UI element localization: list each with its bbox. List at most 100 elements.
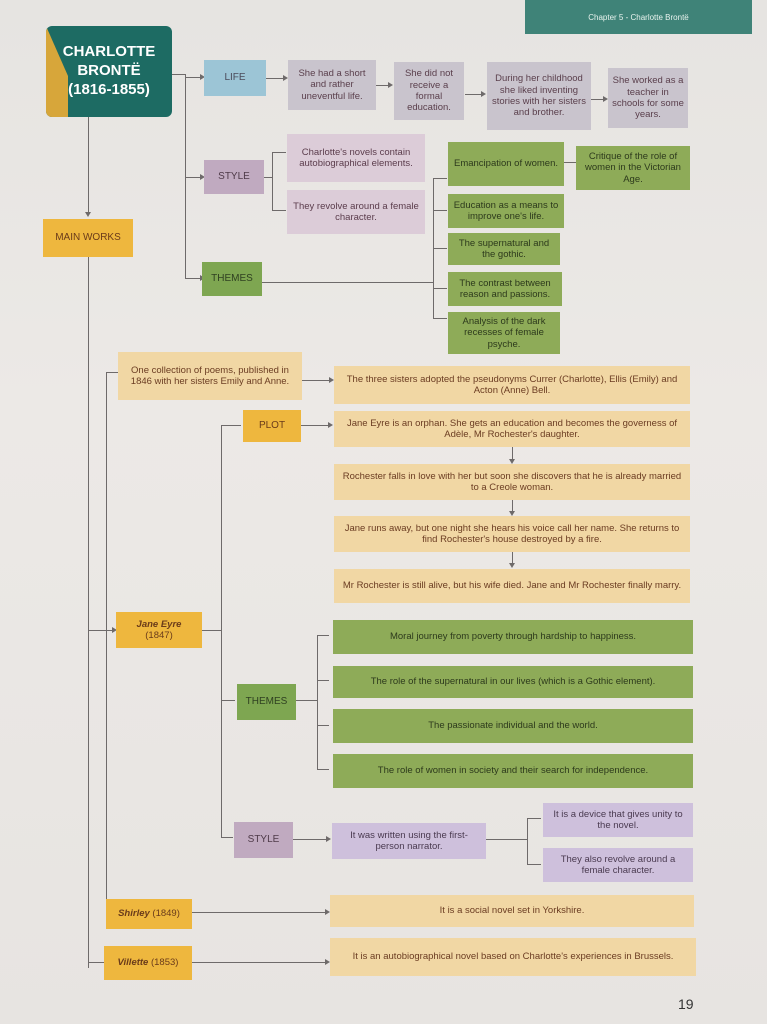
jane-eyre-box: Jane Eyre (1847) xyxy=(116,612,202,648)
connector-line xyxy=(317,680,329,681)
connector-line xyxy=(106,372,107,912)
shirley-detail: It is a social novel set in Yorkshire. xyxy=(330,895,694,927)
jane-style-detail-text: They also revolve around a female charac… xyxy=(560,853,676,876)
connector-line xyxy=(433,248,447,249)
connector-line xyxy=(88,117,89,215)
shirley-title: Shirley xyxy=(118,908,150,920)
life-label: LIFE xyxy=(204,60,266,96)
connector-line xyxy=(376,85,390,86)
life-item: She worked as a teacher in schools for s… xyxy=(608,68,688,128)
jane-style-detail: They also revolve around a female charac… xyxy=(543,848,693,882)
life-item: During her childhood she liked inventing… xyxy=(487,62,591,130)
connector-arrow xyxy=(509,563,515,568)
jane-style-detail-text: It is a device that gives unity to the n… xyxy=(553,808,683,831)
style-item-text: They revolve around a female character. xyxy=(293,200,419,223)
plot-step: Jane runs away, but one night she hears … xyxy=(334,516,690,552)
themes-item: Emancipation of women. xyxy=(448,142,564,186)
jane-themes-label: THEMES xyxy=(237,684,296,720)
connector-arrow xyxy=(481,91,486,97)
connector-line xyxy=(486,839,528,840)
jane-themes-label-text: THEMES xyxy=(245,696,288,707)
jane-themes-item-text: The passionate individual and the world. xyxy=(428,720,598,732)
connector-line xyxy=(591,99,603,100)
connector-line xyxy=(527,864,541,865)
author-first-name: CHARLOTTE xyxy=(62,43,156,61)
connector-line xyxy=(317,725,329,726)
connector-line xyxy=(527,818,528,864)
connector-arrow xyxy=(388,82,393,88)
poems-text: One collection of poems, published in 18… xyxy=(130,364,290,387)
author-dates: (1816-1855) xyxy=(68,80,150,98)
connector-line xyxy=(185,177,201,178)
connector-line xyxy=(433,318,447,319)
style-label: STYLE xyxy=(204,160,264,194)
connector-arrow xyxy=(283,75,288,81)
connector-arrow xyxy=(325,909,330,915)
plot-step: Mr Rochester is still alive, but his wif… xyxy=(334,569,690,603)
connector-line xyxy=(262,282,434,283)
life-item-text: During her childhood she liked inventing… xyxy=(492,73,586,119)
themes-item-text: Analysis of the dark recesses of female … xyxy=(462,315,546,350)
connector-line xyxy=(433,178,447,179)
connector-line xyxy=(221,425,222,837)
themes-item-text: Education as a means to improve one's li… xyxy=(453,199,559,222)
connector-line xyxy=(88,630,114,631)
connector-line xyxy=(512,552,513,565)
connector-line xyxy=(527,818,541,819)
jane-style-label: STYLE xyxy=(234,822,293,858)
plot-step-text: Jane runs away, but one night she hears … xyxy=(344,522,680,545)
plot-label: PLOT xyxy=(243,410,301,442)
plot-step: Jane Eyre is an orphan. She gets an educ… xyxy=(334,411,690,447)
connector-line xyxy=(296,700,318,701)
connector-arrow xyxy=(326,836,331,842)
plot-label-text: PLOT xyxy=(258,420,286,431)
connector-line xyxy=(88,962,104,963)
shirley-box: Shirley (1849) xyxy=(106,899,192,929)
style-item: They revolve around a female character. xyxy=(287,190,425,234)
jane-style-detail: It is a device that gives unity to the n… xyxy=(543,803,693,837)
connector-arrow xyxy=(509,459,515,464)
connector-line xyxy=(185,74,186,279)
life-item-text: She did not receive a formal education. xyxy=(404,68,454,114)
connector-arrow xyxy=(329,377,334,383)
poems-detail-text: The three sisters adopted the pseudonyms… xyxy=(346,373,678,396)
connector-line xyxy=(221,837,233,838)
plot-step: Rochester falls in love with her but soo… xyxy=(334,464,690,500)
connector-line xyxy=(433,210,447,211)
jane-style-label-text: STYLE xyxy=(247,834,280,845)
jane-themes-item: The passionate individual and the world. xyxy=(333,709,693,743)
connector-line xyxy=(185,77,201,78)
jane-style-main: It was written using the first-person na… xyxy=(332,823,486,859)
connector-line xyxy=(266,78,284,79)
connector-line xyxy=(221,425,241,426)
connector-line xyxy=(172,74,186,75)
connector-arrow xyxy=(328,422,333,428)
jane-eyre-year: (1847) xyxy=(145,630,173,641)
shirley-year: (1849) xyxy=(152,908,180,920)
connector-arrow xyxy=(200,74,205,80)
connector-line xyxy=(317,635,318,769)
themes-item: Education as a means to improve one's li… xyxy=(448,194,564,228)
plot-step-text: Jane Eyre is an orphan. She gets an educ… xyxy=(346,417,678,440)
villette-detail: It is an autobiographical novel based on… xyxy=(330,938,696,976)
life-item: She did not receive a formal education. xyxy=(394,62,464,120)
themes-detail: Critique of the role of women in the Vic… xyxy=(576,146,690,190)
connector-line xyxy=(88,256,89,968)
themes-item: The contrast between reason and passions… xyxy=(448,272,562,306)
connector-line xyxy=(317,635,329,636)
connector-arrow xyxy=(603,96,608,102)
connector-line xyxy=(512,447,513,461)
chapter-header: Chapter 5 - Charlotte Brontë xyxy=(525,0,752,34)
themes-item-text: The contrast between reason and passions… xyxy=(459,277,551,300)
jane-themes-item-text: Moral journey from poverty through hards… xyxy=(389,631,637,643)
villette-box: Villette (1853) xyxy=(104,946,192,980)
jane-themes-item: The role of women in society and their s… xyxy=(333,754,693,788)
connector-line xyxy=(192,962,326,963)
connector-line xyxy=(433,288,447,289)
connector-arrow xyxy=(200,174,205,180)
themes-label-text: THEMES xyxy=(211,273,253,284)
style-item-text: Charlotte's novels contain autobiographi… xyxy=(299,146,413,169)
villette-detail-text: It is an autobiographical novel based on… xyxy=(352,951,674,963)
style-label-text: STYLE xyxy=(218,171,250,182)
themes-item-text: The supernatural and the gothic. xyxy=(458,237,550,260)
